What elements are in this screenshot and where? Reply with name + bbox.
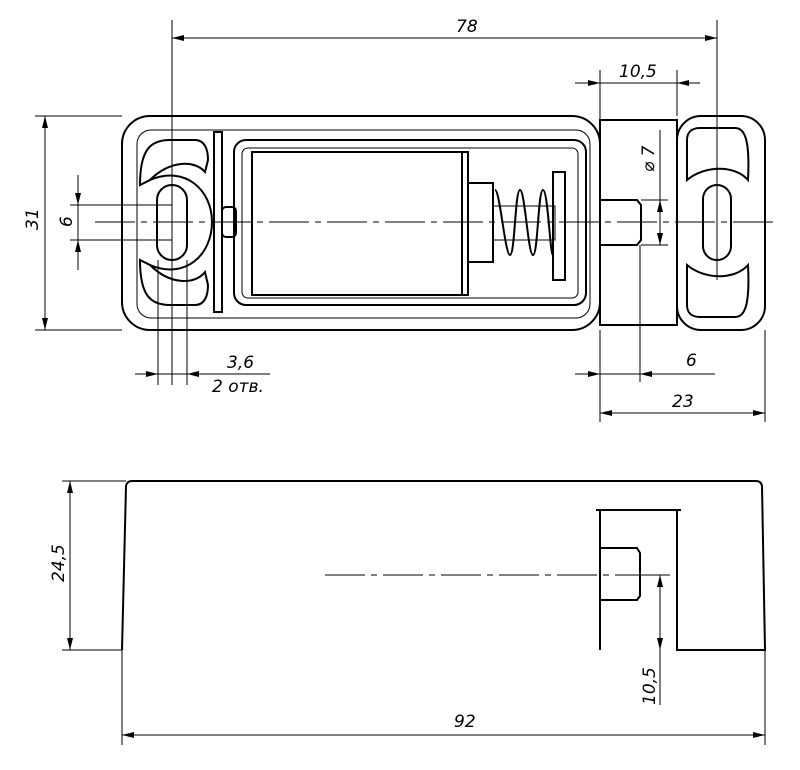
right-ear-top — [686, 127, 750, 183]
dim-6-plunger-label: 6 — [686, 351, 697, 371]
side-plunger — [600, 547, 641, 601]
dim-3-6-label: 3,6 — [227, 353, 254, 373]
right-body-outline — [676, 115, 766, 331]
left-ear-top — [138, 139, 210, 187]
dim-6-slot-label: 6 — [57, 216, 77, 227]
dim-92-label: 92 — [454, 712, 476, 732]
dim-10-5-label: 10,5 — [619, 62, 657, 82]
top-view — [95, 20, 778, 385]
top-dimensions: 78 10,5 ⌀ 7 31 6 3,6 2 отв. 6 23 — [23, 17, 766, 422]
arrowheads — [146, 371, 199, 377]
dim-31-label: 31 — [23, 208, 43, 230]
arrowheads — [75, 193, 81, 252]
arrowheads — [657, 200, 663, 245]
left-ear-bottom — [138, 258, 210, 306]
dim-diameter-label: ⌀ 7 — [639, 145, 659, 172]
inner-housing-wall — [241, 147, 579, 299]
side-dimensions: 24,5 10,5 92 — [49, 480, 766, 745]
side-body-outline — [121, 480, 767, 651]
spring-disc — [552, 171, 566, 281]
side-view — [121, 480, 767, 651]
inner-frame — [136, 129, 591, 319]
dim-24-5-label: 24,5 — [49, 544, 69, 582]
dim-78-label: 78 — [456, 17, 478, 37]
dim-23-label: 23 — [672, 392, 694, 412]
coil — [251, 151, 469, 296]
right-ear-bottom — [686, 262, 750, 318]
hole-count-label: 2 отв. — [212, 377, 264, 397]
dim-10-5-side-label: 10,5 — [640, 667, 660, 705]
